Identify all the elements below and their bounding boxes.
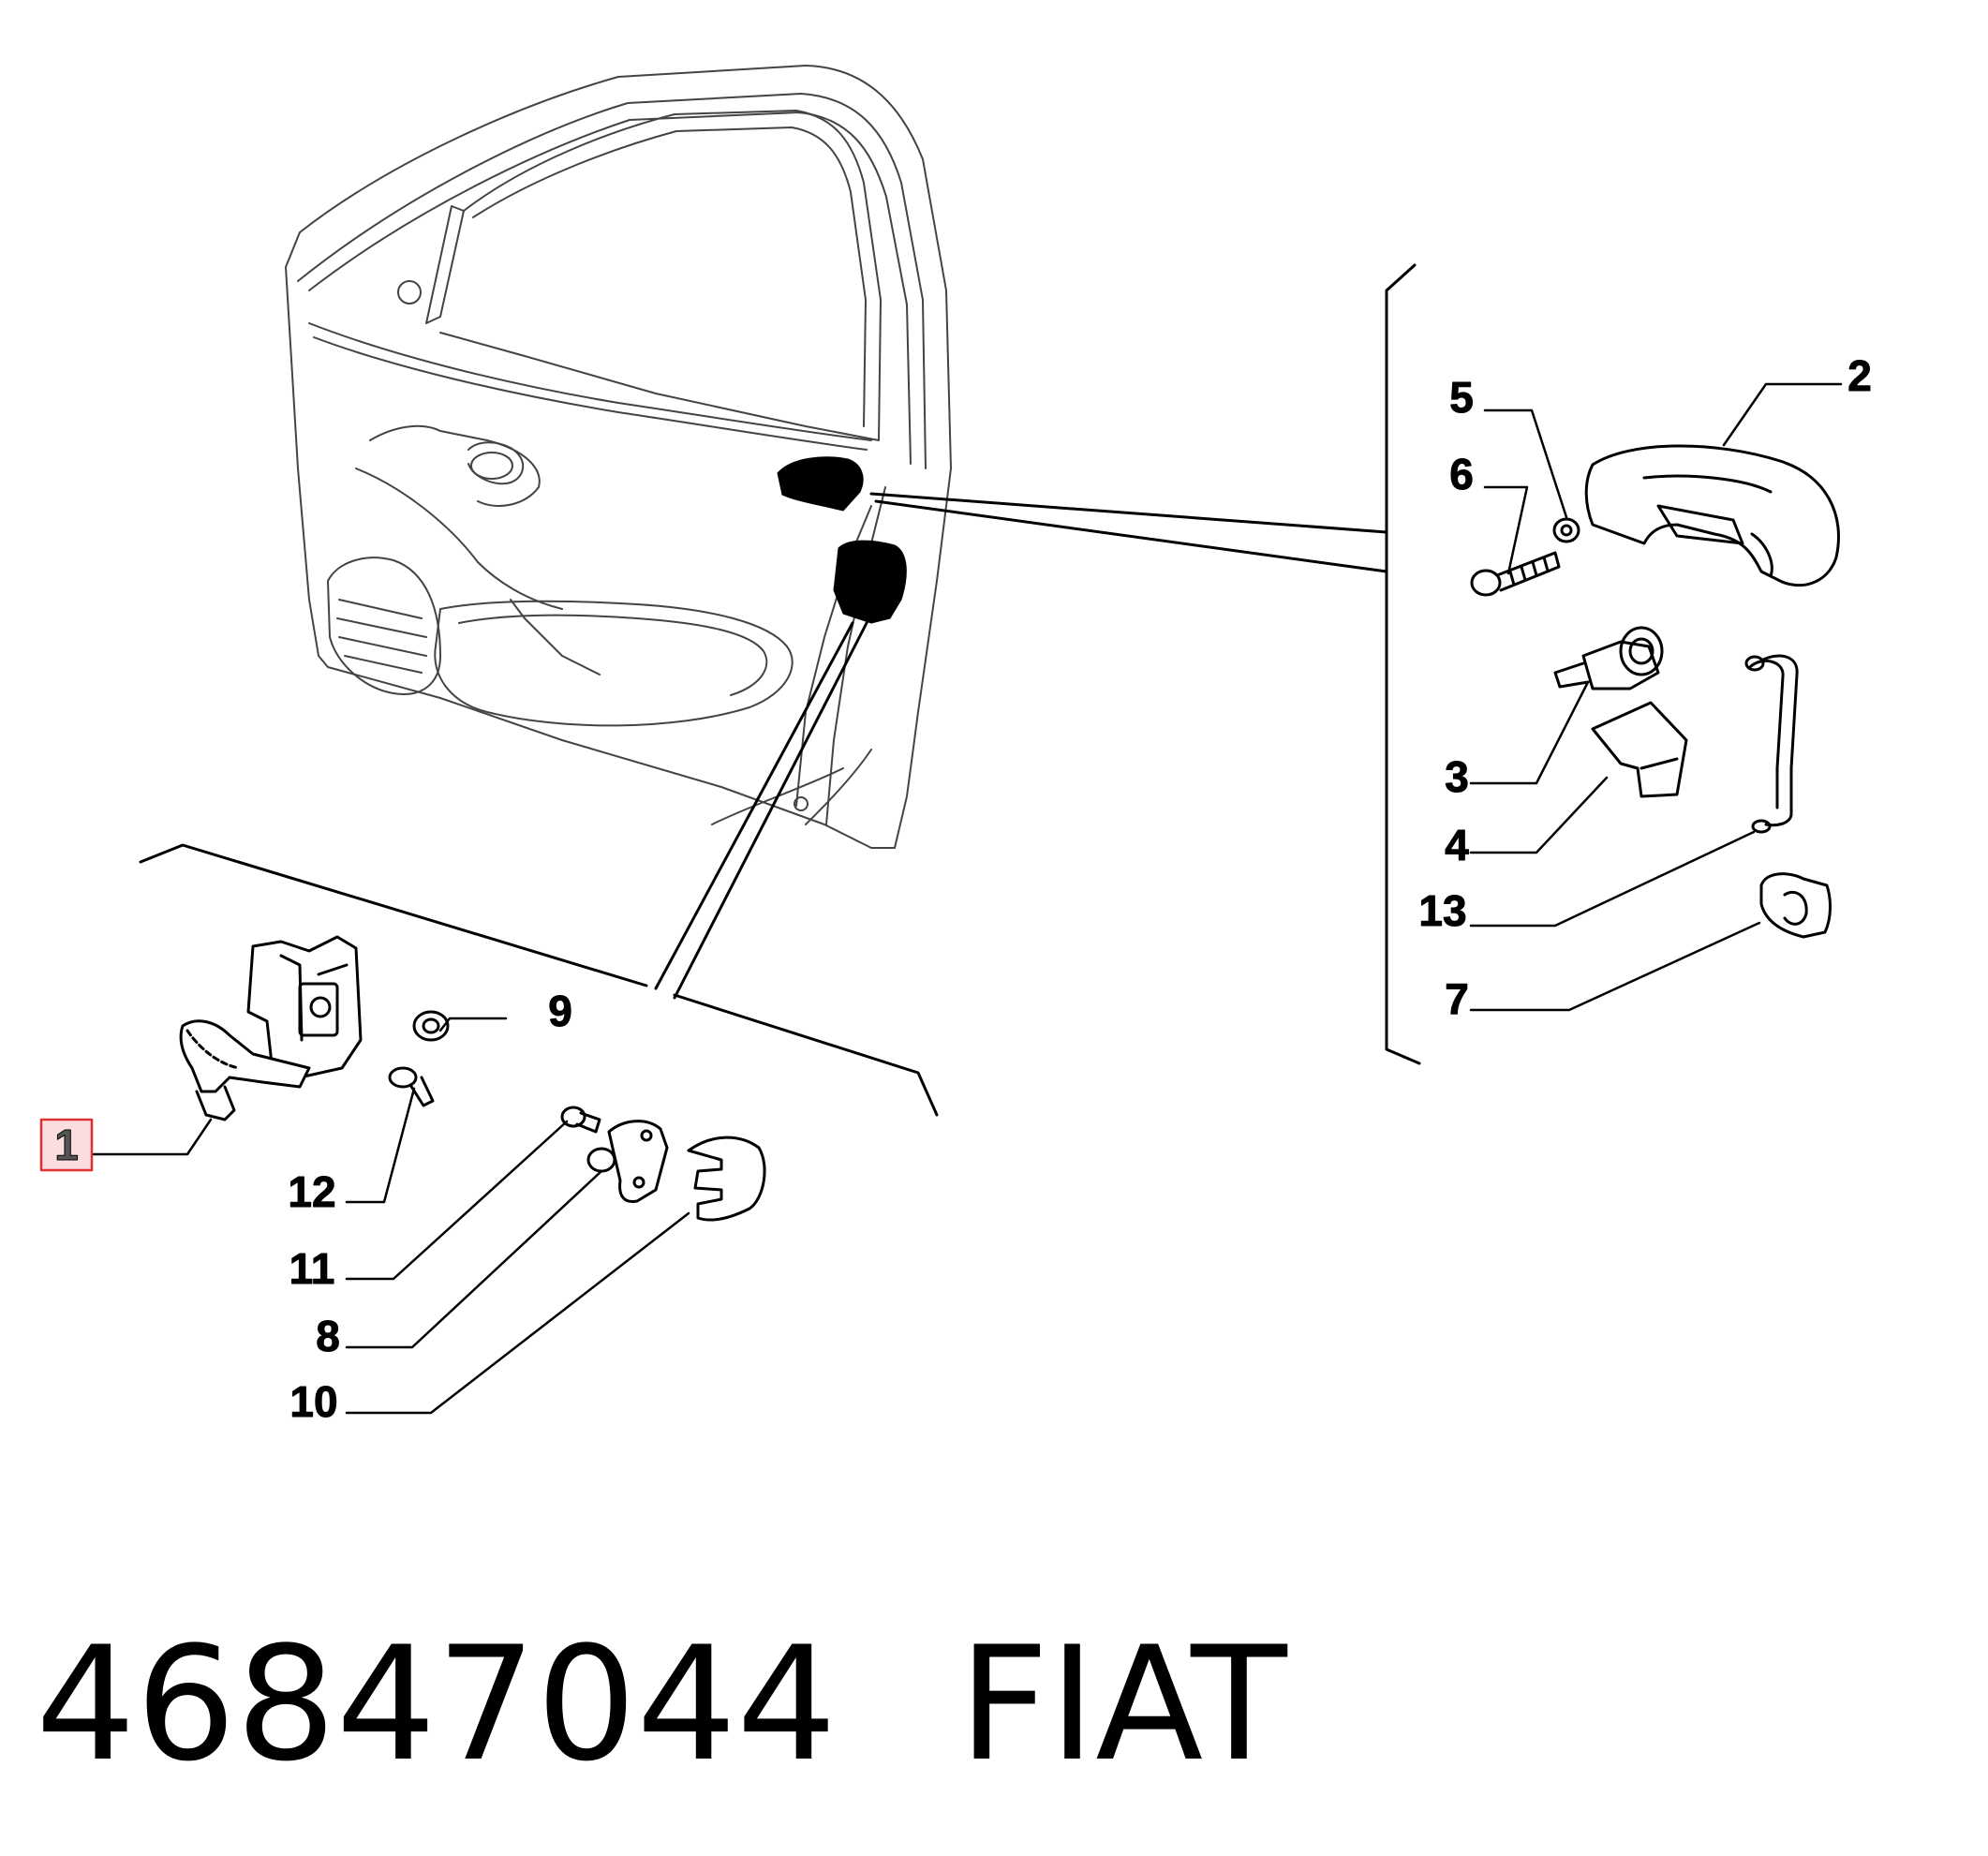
callout-5[interactable]: 5 (1449, 373, 1475, 423)
part-number: 46847044 (36, 1612, 838, 1796)
rod-clip (1759, 872, 1832, 939)
striker-shim (687, 1136, 766, 1222)
screw (1470, 551, 1561, 597)
door-striker (586, 1120, 669, 1204)
bolt (388, 1066, 435, 1107)
highlight-box (39, 1118, 94, 1172)
callout-9[interactable]: 9 (548, 987, 573, 1036)
control-rod (1744, 654, 1799, 834)
callout-11[interactable]: 11 (289, 1244, 335, 1294)
outer-door-handle (1584, 444, 1840, 587)
door-panel-outline (285, 65, 952, 849)
lower-group-bracket (139, 843, 939, 1117)
washer (1552, 517, 1580, 543)
callout-8[interactable]: 8 (316, 1312, 341, 1361)
door-handle-region (777, 456, 864, 512)
callout-10[interactable]: 10 (289, 1377, 338, 1427)
callout-labels: 1 2 3 4 5 6 7 8 9 10 11 12 13 (39, 351, 1873, 1427)
callout-7[interactable]: 7 (1445, 974, 1470, 1024)
brand-name: FIAT (958, 1612, 1287, 1796)
callout-3[interactable]: 3 (1445, 752, 1470, 802)
callout-6[interactable]: 6 (1449, 450, 1475, 499)
door-lock-region (833, 540, 907, 624)
right-group-bracket (1385, 263, 1421, 1065)
callout-leader-lines (92, 382, 1843, 1415)
callout-2[interactable]: 2 (1847, 351, 1873, 401)
callout-12[interactable]: 12 (288, 1167, 336, 1217)
callout-13[interactable]: 13 (1418, 886, 1467, 936)
door-lock-assembly (179, 935, 363, 1121)
small-screw (560, 1106, 601, 1134)
cylinder-seal (1591, 701, 1688, 798)
assembly-leader-lines (654, 492, 1388, 1000)
callout-4[interactable]: 4 (1445, 821, 1470, 870)
lock-cylinder (1553, 626, 1664, 690)
callout-1[interactable]: 1 (54, 1121, 80, 1170)
grommet (412, 1010, 450, 1042)
